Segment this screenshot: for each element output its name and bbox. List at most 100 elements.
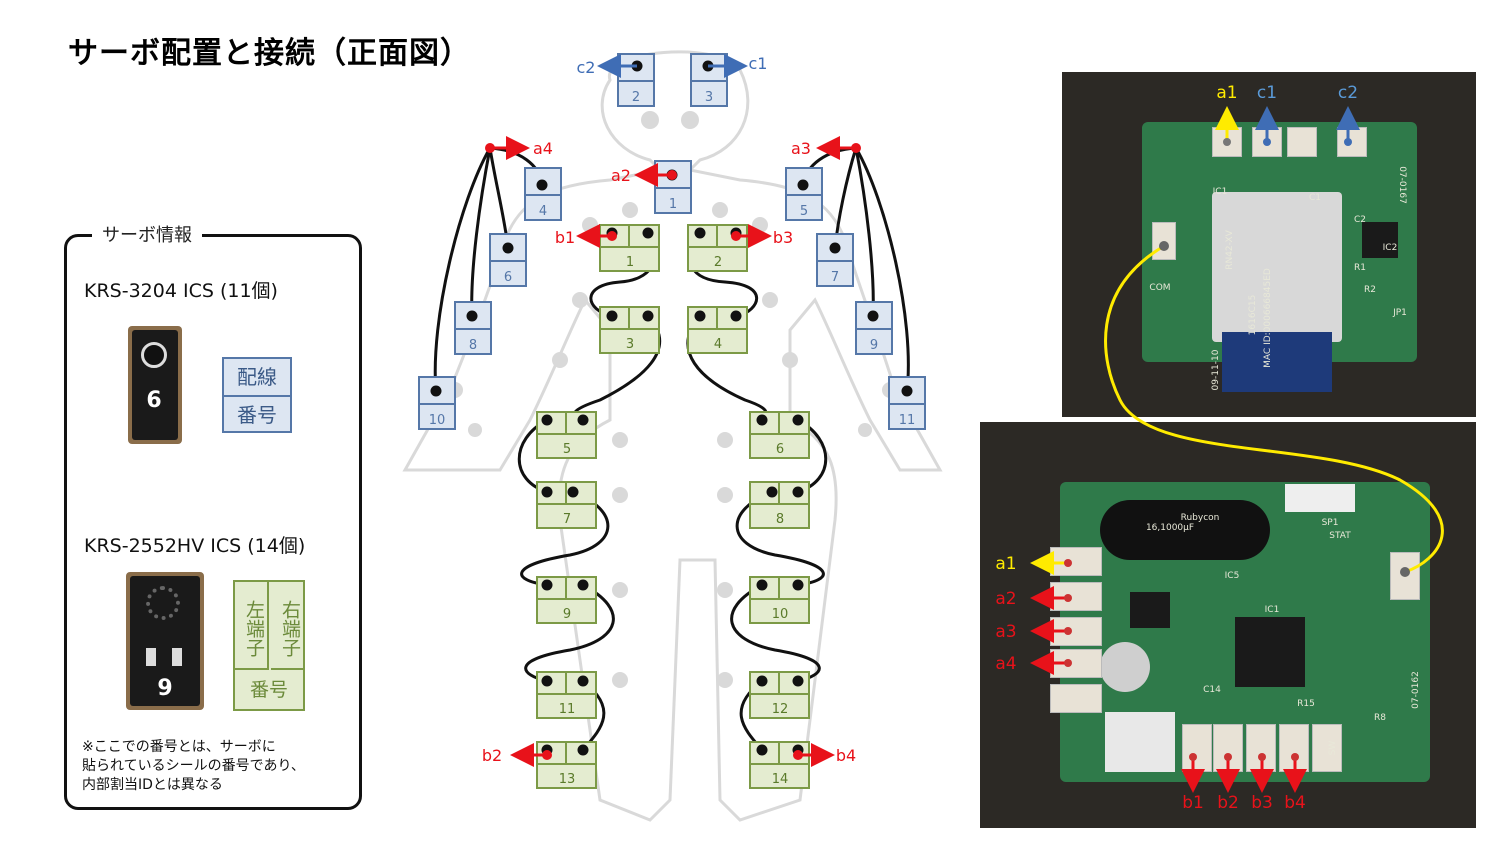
board-silkscreen-text: 1616C15 (1248, 295, 1258, 336)
board-port-label: b3 (1251, 793, 1273, 813)
servo-krs3204: 1 (654, 160, 692, 214)
wire-terminal-dot (756, 414, 768, 426)
legend-number-label: 番号 (249, 679, 288, 701)
board-silkscreen-text: IC2 (1383, 243, 1398, 253)
servo-wire (433, 147, 492, 392)
wire-terminal-dot (502, 242, 514, 254)
wire-terminal-dot (792, 675, 804, 687)
wire-terminal-dot (541, 579, 553, 591)
page-title: サーボ配置と接続（正面図） (68, 36, 471, 71)
model-krs3204-label: KRS-3204 ICS (11個) (84, 280, 278, 302)
servo-number-label: 14 (772, 772, 789, 787)
wire-terminal-dot (577, 414, 589, 426)
wire-terminal-dot (577, 744, 589, 756)
connector-pin-dot (1064, 594, 1072, 602)
wire-terminal-dot (541, 486, 553, 498)
servo-wire (520, 490, 610, 587)
board-silkscreen-text: SP1 (1322, 518, 1339, 528)
board-silkscreen-text: R1 (1354, 263, 1366, 273)
port-label-b4: b4 (836, 746, 856, 765)
board-port-label: a3 (995, 622, 1016, 642)
krs2552-servo-image: 9 (126, 572, 204, 710)
servo-wire (524, 583, 615, 683)
wire-terminal-dot (829, 242, 841, 254)
board-port-label: b4 (1284, 793, 1306, 813)
port-label-a2: a2 (611, 166, 631, 185)
legend-wiring-label: 配線 (224, 359, 290, 397)
board-silkscreen-text: C2 (1354, 215, 1366, 225)
wire-terminal-dot (792, 414, 804, 426)
wire-terminal-dot (430, 385, 442, 397)
servo-number-label: 6 (504, 270, 512, 285)
connector-pin-dot (1064, 627, 1072, 635)
servo-number-label: 8 (469, 338, 477, 353)
board-silkscreen-text: MAC ID:000666845ED (1263, 268, 1273, 368)
wire-terminal-dot (756, 579, 768, 591)
servo-number-label: 2 (714, 255, 722, 270)
servo-number-label: 9 (870, 338, 878, 353)
servo-gear-icon (146, 586, 180, 620)
connector-pin-dot (1344, 138, 1352, 146)
servo-number-label: 10 (429, 413, 446, 428)
wire-terminal-dot (577, 579, 589, 591)
board-silkscreen-text: 07-0162 (1411, 671, 1421, 709)
port-label-b2: b2 (482, 746, 502, 765)
board-silkscreen-text: C14 (1203, 685, 1221, 695)
servo-wire (470, 147, 492, 317)
servo-number-label: 3 (626, 337, 634, 352)
servo-number-label: 1 (626, 255, 634, 270)
port-label-a4: a4 (533, 139, 553, 158)
note-line: 内部割当IDとは異なる (82, 777, 223, 793)
connector-pin-dot (1223, 138, 1231, 146)
servo-number-label: 6 (776, 442, 784, 457)
connector-pin-dot (1189, 753, 1197, 761)
com-cable (1104, 244, 1444, 574)
legend-blue-box: 配線 番号 (222, 357, 292, 433)
wire-terminal-dot (756, 675, 768, 687)
wire-terminal-dot (541, 675, 553, 687)
servo-number-label: 13 (559, 772, 576, 787)
wire-terminal-dot (694, 310, 706, 322)
board-silkscreen-text: R2 (1364, 285, 1376, 295)
connector-pin-dot (1064, 559, 1072, 567)
servo-krs3204: 5 (785, 167, 823, 221)
board-silkscreen-text: SW (1328, 741, 1338, 756)
board-silkscreen-text: JP1 (1392, 308, 1407, 318)
legend-right-terminal-label: 右端子 (271, 582, 303, 670)
wire-terminal-dot (901, 385, 913, 397)
wire-terminal-dot (642, 227, 654, 239)
servo-number-label: 1 (669, 197, 677, 212)
servo-krs2552: 1 (599, 224, 660, 272)
legend-green-box: 左端子 右端子 番号 (233, 580, 305, 711)
port-label-a3: a3 (791, 139, 811, 158)
connector-pin-dot (1159, 241, 1169, 251)
wire-terminal-dot (541, 414, 553, 426)
wire-terminal-dot (730, 310, 742, 322)
connector-pin-dot (1291, 753, 1299, 761)
board-silkscreen-text: RN42-XV (1225, 229, 1235, 269)
wire-terminal-dot (694, 227, 706, 239)
legend-left-terminal-label: 左端子 (235, 582, 269, 670)
servo-krs3204: 11 (888, 376, 926, 430)
board-silkscreen-text: IC1 (1213, 187, 1228, 197)
connector-pin-dot (1400, 567, 1410, 577)
servo-krs2552: 7 (536, 481, 597, 529)
servo-wire (735, 490, 825, 587)
servo-wire (730, 583, 821, 683)
bluetooth-board-photo (1062, 72, 1476, 417)
port-label-c1: c1 (749, 54, 768, 73)
wire-terminal-dot (792, 579, 804, 591)
krs3204-servo-image: 6 (128, 326, 182, 444)
port-label-c2: c2 (577, 58, 596, 77)
servo-number-label: 3 (705, 90, 713, 105)
servo-number-label: 2 (632, 90, 640, 105)
board-silkscreen-text: 09-11-10 (1211, 349, 1221, 390)
board-port-label: a1 (1216, 83, 1237, 103)
board-silkscreen-text: R15 (1297, 699, 1315, 709)
servo-number-note: ※ここでの番号とは、サーボに 貼られているシールの番号であり、 内部割当IDとは… (82, 738, 362, 795)
note-line: 貼られているシールの番号であり、 (82, 758, 305, 774)
board-port-label: a4 (995, 654, 1016, 674)
port-label-b3: b3 (773, 228, 793, 247)
board-silkscreen-text: STAT (1329, 531, 1351, 541)
